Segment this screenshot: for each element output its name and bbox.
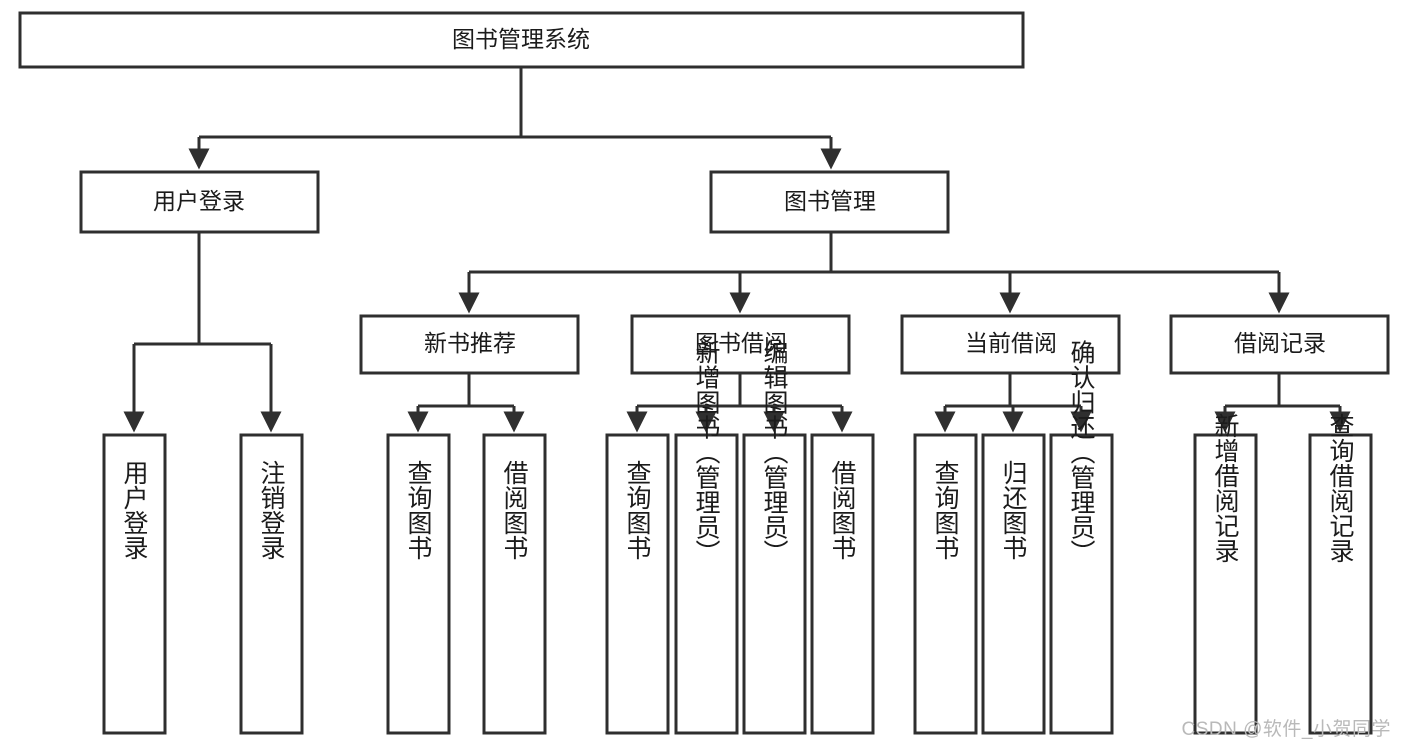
node-book-management[interactable]: 图书管理 [709,170,950,234]
leaf-query-book-1[interactable]: 查询图书 [386,433,451,735]
leaf-query-book-2-label: 查询图书 [623,460,652,560]
node-user-login[interactable]: 用户登录 [79,170,320,234]
leaf-borrow-book-1[interactable]: 借阅图书 [482,433,547,735]
leaf-query-record-label: 查询借阅记录 [1326,413,1355,563]
leaf-user-login-label: 用户登录 [120,460,149,560]
leaf-add-book-box[interactable] [674,433,739,735]
leaf-add-book-label: 新增图书（管理员） [692,340,721,565]
node-current-borrow[interactable]: 当前借阅 [900,314,1121,375]
leaf-query-book-2[interactable]: 查询图书 [605,433,670,735]
node-new-book-recommend[interactable]: 新书推荐 [359,314,580,375]
leaf-confirm-return-box[interactable] [1049,433,1114,735]
leaf-user-login[interactable]: 用户登录 [102,433,167,735]
leaf-logout-login-box[interactable] [239,433,304,735]
leaf-add-record[interactable]: 新增借阅记录 [1193,413,1258,735]
node-book-borrow-box[interactable] [630,314,851,375]
watermark-text: CSDN @软件_小贺同学 [1181,719,1391,740]
node-title-box[interactable] [18,11,1025,69]
leaf-logout-login-label: 注销登录 [257,460,286,560]
leaf-edit-book-label: 编辑图书（管理员） [760,340,789,565]
leaf-borrow-book-1-label: 借阅图书 [500,460,529,560]
node-book-management-label: 图书管理 [784,188,876,214]
node-current-borrow-box[interactable] [900,314,1121,375]
leaf-query-book-3-label: 查询图书 [931,460,960,560]
leaf-return-book-box[interactable] [981,433,1046,735]
leaf-query-book-1-label: 查询图书 [404,460,433,560]
leaf-query-book-3[interactable]: 查询图书 [913,433,978,735]
leaf-query-book-3-box[interactable] [913,433,978,735]
node-borrow-record[interactable]: 借阅记录 [1169,314,1390,375]
leaf-logout-login[interactable]: 注销登录 [239,433,304,735]
node-book-management-box[interactable] [709,170,950,234]
leaf-return-book[interactable]: 归还图书 [981,433,1046,735]
node-new-book-recommend-label: 新书推荐 [424,330,516,356]
node-user-login-box[interactable] [79,170,320,234]
leaf-edit-book[interactable]: 编辑图书（管理员） [742,340,807,735]
leaf-borrow-book-2-label: 借阅图书 [828,460,857,560]
leaf-edit-book-box[interactable] [742,433,807,735]
node-book-borrow[interactable]: 图书借阅 [630,314,851,375]
node-title-label: 图书管理系统 [452,26,590,52]
connectors [123,67,1351,433]
leaf-add-record-label: 新增借阅记录 [1211,413,1240,563]
node-user-login-label: 用户登录 [153,188,245,214]
leaf-add-book[interactable]: 新增图书（管理员） [674,340,739,735]
leaf-return-book-label: 归还图书 [999,460,1028,560]
node-current-borrow-label: 当前借阅 [965,330,1057,356]
leaf-borrow-book-2[interactable]: 借阅图书 [810,433,875,735]
node-title[interactable]: 图书管理系统 [18,11,1025,69]
node-borrow-record-label: 借阅记录 [1234,330,1326,356]
leaf-query-book-1-box[interactable] [386,433,451,735]
leaf-borrow-book-2-box[interactable] [810,433,875,735]
leaf-query-book-2-box[interactable] [605,433,670,735]
leaf-user-login-box[interactable] [102,433,167,735]
leaf-confirm-return[interactable]: 确认归还（管理员） [1049,340,1114,735]
leaf-borrow-book-1-box[interactable] [482,433,547,735]
node-borrow-record-box[interactable] [1169,314,1390,375]
node-book-borrow-label: 图书借阅 [695,330,787,356]
leaf-confirm-return-label: 确认归还（管理员） [1067,340,1096,565]
leaf-query-record[interactable]: 查询借阅记录 [1308,413,1373,735]
leaf-query-record-box[interactable] [1308,433,1373,735]
node-new-book-recommend-box[interactable] [359,314,580,375]
leaf-add-record-box[interactable] [1193,433,1258,735]
